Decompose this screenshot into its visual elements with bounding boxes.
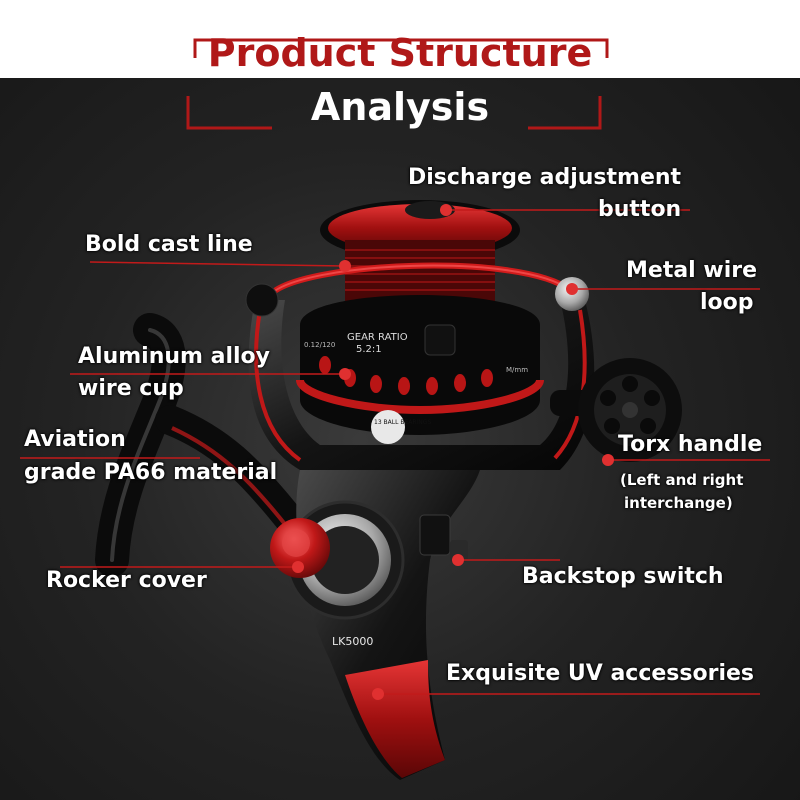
torx-handle [550, 358, 682, 462]
title-frame [186, 38, 609, 130]
dot-wire-loop [566, 283, 578, 295]
title-line-1: Product Structure [207, 31, 593, 75]
callout-dots [292, 204, 614, 700]
title-line-2: Analysis [310, 85, 490, 129]
dot-backstop [452, 554, 464, 566]
label-rocker-cover: Rocker cover [46, 568, 207, 593]
label-discharge-line1: Discharge adjustment [408, 165, 682, 190]
label-backstop-switch: Backstop switch [522, 564, 724, 589]
reel-body: LK5000 [248, 300, 595, 780]
label-aluminum-line2: wire cup [78, 376, 184, 401]
label-aviation-line1: Aviation [24, 427, 126, 452]
label-torx-line1: Torx handle [618, 432, 763, 457]
dot-torx [602, 454, 614, 466]
label-aluminum-line1: Aluminum alloy [78, 344, 270, 369]
bearing-print: 13 BALL BEARINGS [374, 419, 431, 426]
dot-uv [372, 688, 384, 700]
label-torx-line2: (Left and right [620, 471, 744, 489]
dot-cast-line [339, 260, 351, 272]
leader-lines [20, 209, 770, 695]
gear-ratio-print: GEAR RATIO [347, 332, 408, 343]
label-aviation-line2: grade PA66 material [24, 460, 278, 485]
spec-right-print: M/mm [506, 366, 528, 374]
label-bold-cast-line: Bold cast line [85, 232, 253, 257]
spool: GEAR RATIO 5.2:1 0.12/120 M/mm 13 BALL B… [296, 200, 544, 444]
label-discharge-line2: button [598, 197, 682, 222]
label-uv-accessories: Exquisite UV accessories [446, 661, 755, 686]
model-print: LK5000 [332, 635, 373, 648]
label-metal-wire-line1: Metal wire [626, 258, 758, 283]
label-metal-wire-line2: loop [700, 290, 754, 315]
spec-left-print: 0.12/120 [304, 341, 335, 349]
bearing-badge [371, 410, 405, 444]
label-torx-line3: interchange) [624, 494, 733, 512]
dot-rocker [292, 561, 304, 573]
dot-discharge [440, 204, 452, 216]
dot-wire-cup [339, 368, 351, 380]
ratio-print: 5.2:1 [356, 344, 382, 355]
